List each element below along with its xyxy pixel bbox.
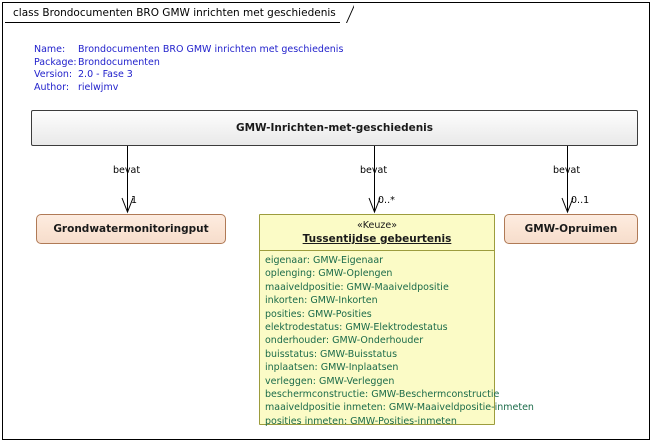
connector-label-middle: bevat xyxy=(360,165,388,176)
connector-multiplicity-middle: 0..* xyxy=(378,195,395,206)
diagram-metadata: Name: Brondocumenten BRO GMW inrichten m… xyxy=(34,44,343,94)
diagram-title-tab-body: class Brondocumenten BRO GMW inrichten m… xyxy=(5,5,340,23)
class-gmw-inrichten-met-geschiedenis[interactable]: GMW-Inrichten-met-geschiedenis xyxy=(31,110,640,148)
class-name-label: GMW-Inrichten-met-geschiedenis xyxy=(235,122,434,134)
metadata-key-author: Author: xyxy=(34,81,70,93)
metadata-value-author: rielwjmv xyxy=(78,81,119,93)
class-attribute: maaiveldpositie inmeten: GMW-Maaiveldpos… xyxy=(265,402,534,414)
class-attribute: posities inmeten: GMW-Posities-inmeten xyxy=(265,415,457,427)
class-attribute: beschermconstructie: GMW-Beschermconstru… xyxy=(265,389,500,401)
class-stereotype-label: «Keuze» xyxy=(356,220,398,231)
diagram-title-text: class Brondocumenten BRO GMW inrichten m… xyxy=(13,7,336,20)
diagram-title-tab-slant xyxy=(339,5,354,23)
connector-multiplicity-right: 0..1 xyxy=(571,195,590,206)
class-attribute: oplenging: GMW-Oplengen xyxy=(265,268,393,280)
class-gmw-opruimen[interactable]: GMW-Opruimen xyxy=(504,214,640,246)
metadata-row-version: Version: 2.0 - Fase 3 xyxy=(34,69,343,82)
class-attribute: maaiveldpositie: GMW-Maaiveldpositie xyxy=(265,281,449,293)
class-attribute: posities: GMW-Posities xyxy=(265,308,372,320)
metadata-key-version: Version: xyxy=(34,69,73,81)
class-name-label: Tussentijdse gebeurtenis xyxy=(302,233,452,245)
class-attribute: inplaatsen: GMW-Inplaatsen xyxy=(265,362,399,374)
diagram-title-tab: class Brondocumenten BRO GMW inrichten m… xyxy=(5,5,354,23)
class-attribute: buisstatus: GMW-Buisstatus xyxy=(265,348,398,360)
class-attribute: eigenaar: GMW-Eigenaar xyxy=(265,255,384,266)
diagram-frame: class Brondocumenten BRO GMW inrichten m… xyxy=(2,2,650,440)
metadata-key-package: Package: xyxy=(34,56,77,68)
metadata-value-name: Brondocumenten BRO GMW inrichten met ges… xyxy=(78,44,344,55)
metadata-row-name: Name: Brondocumenten BRO GMW inrichten m… xyxy=(34,44,343,57)
class-attribute: verleggen: GMW-Verleggen xyxy=(265,375,395,387)
metadata-value-version: 2.0 - Fase 3 xyxy=(78,69,133,81)
class-tussentijdse-gebeurtenis[interactable]: «Keuze» Tussentijdse gebeurtenis eigenaa… xyxy=(259,214,534,428)
class-attribute-list: eigenaar: GMW-Eigenaar oplenging: GMW-Op… xyxy=(260,251,534,428)
metadata-key-name: Name: xyxy=(34,44,66,55)
class-attribute: inkorten: GMW-Inkorten xyxy=(265,295,378,307)
metadata-row-package: Package: Brondocumenten xyxy=(34,57,343,70)
class-name-label: GMW-Opruimen xyxy=(524,223,618,235)
class-name-label: Grondwatermonitoringput xyxy=(53,223,209,235)
class-attribute: elektrodestatus: GMW-Elektrodestatus xyxy=(265,322,448,334)
class-grondwatermonitoringput[interactable]: Grondwatermonitoringput xyxy=(36,214,228,246)
class-header: «Keuze» Tussentijdse gebeurtenis xyxy=(260,215,494,251)
connector-multiplicity-left: 1 xyxy=(131,195,138,206)
connector-label-left: bevat xyxy=(113,165,141,176)
metadata-row-author: Author: rielwjmv xyxy=(34,82,343,95)
metadata-value-package: Brondocumenten xyxy=(78,56,160,68)
connector-label-right: bevat xyxy=(553,165,581,176)
class-attribute: onderhouder: GMW-Onderhouder xyxy=(265,335,424,347)
